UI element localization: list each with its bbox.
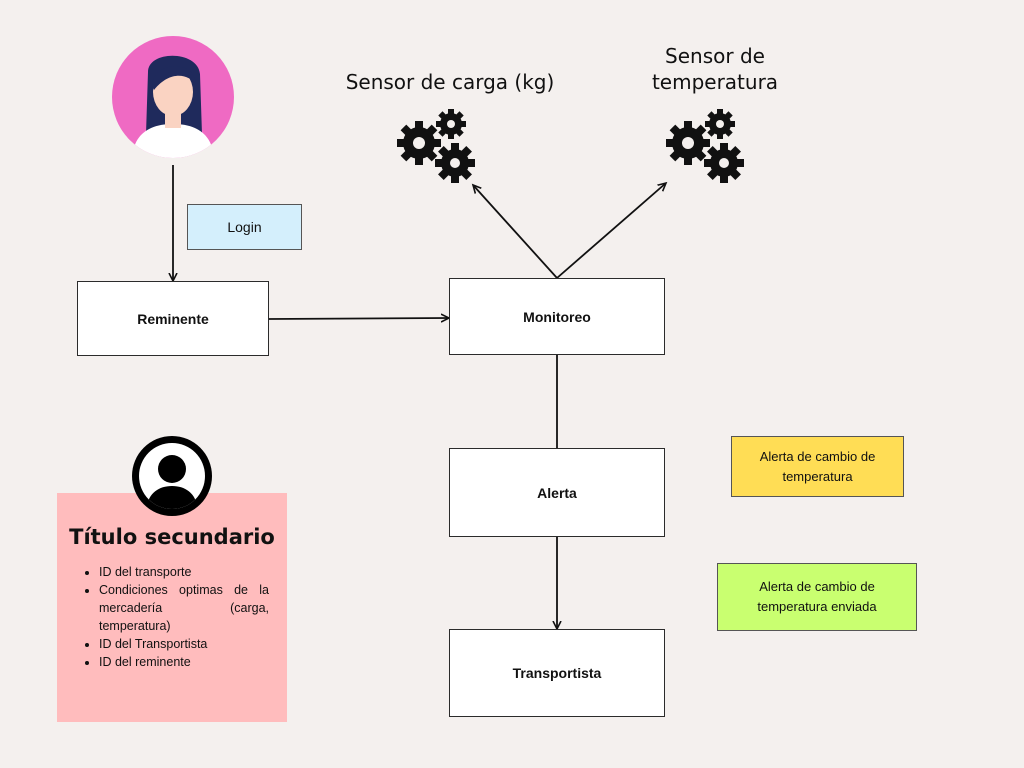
gear-cluster-icon xyxy=(397,109,475,183)
alert-temperature-sent-note: Alerta de cambio de temperatura enviada xyxy=(717,563,917,631)
alert-temperature-change-note: Alerta de cambio de temperatura xyxy=(731,436,904,497)
arrow-monitoreo-to-temperature-sensor xyxy=(556,183,666,279)
node-monitoreo: Monitoreo xyxy=(449,278,665,355)
temperature-sensor-label-line1: Sensor de xyxy=(665,44,765,68)
user-avatar-icon xyxy=(112,36,234,158)
login-label: Login xyxy=(187,204,302,250)
node-reminente: Reminente xyxy=(77,281,269,356)
card-title: Título secundario xyxy=(69,525,275,549)
node-transportista: Transportista xyxy=(449,629,665,717)
load-sensor-label: Sensor de carga (kg) xyxy=(345,70,555,94)
user-silhouette-icon xyxy=(132,436,212,516)
temperature-sensor-label: Sensor de temperatura xyxy=(640,43,790,95)
node-alerta: Alerta xyxy=(449,448,665,537)
gear-cluster-icon xyxy=(666,109,744,183)
temperature-sensor-label-line2: temperatura xyxy=(651,70,779,94)
list-item: ID del reminente xyxy=(99,653,269,671)
card-list: ID del transporte Condiciones optimas de… xyxy=(85,563,269,671)
list-item: ID del Transportista xyxy=(99,635,269,653)
arrow-reminente-to-monitoreo xyxy=(268,318,449,319)
info-card: Título secundario ID del transporte Cond… xyxy=(57,493,287,722)
arrow-monitoreo-to-load-sensor xyxy=(473,185,558,279)
list-item: ID del transporte xyxy=(99,563,269,581)
list-item: Condiciones optimas de la mercadería (ca… xyxy=(99,581,269,635)
